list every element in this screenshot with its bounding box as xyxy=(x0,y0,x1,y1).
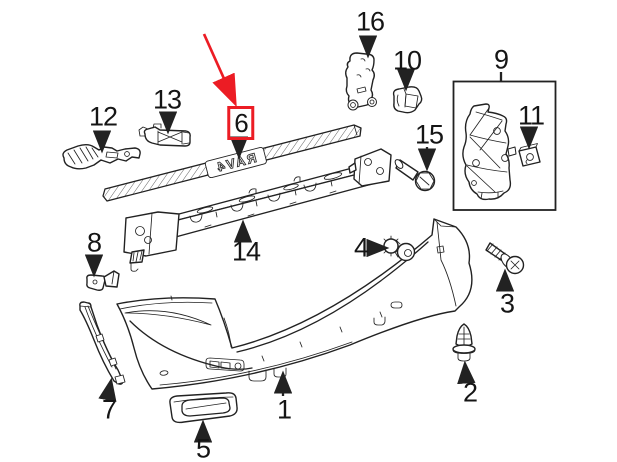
part-8-clip xyxy=(86,270,120,291)
callout-5[interactable]: 5 xyxy=(195,433,211,462)
part-12-side-retainer xyxy=(62,144,141,170)
callout-8[interactable]: 8 xyxy=(86,227,102,258)
part-4-grommet xyxy=(380,235,416,262)
callout-15[interactable]: 15 xyxy=(414,119,444,150)
callout-13[interactable]: 13 xyxy=(152,84,182,115)
part-9-box xyxy=(452,80,557,211)
callout-12[interactable]: 12 xyxy=(88,101,118,132)
callout-7[interactable]: 7 xyxy=(101,394,117,425)
part-5-finish-pad xyxy=(169,392,238,424)
callout-11[interactable]: 11 xyxy=(517,100,545,131)
callout-14[interactable]: 14 xyxy=(231,236,261,267)
highlight-arrow xyxy=(202,33,237,108)
callout-6-highlighted[interactable]: 6 xyxy=(227,106,255,140)
part-3-screw xyxy=(485,242,525,275)
part-14-reinforcement-bar xyxy=(123,148,392,272)
part-10-sensor xyxy=(392,86,423,114)
part-13-side-bracket xyxy=(138,123,191,147)
part-9-side-bracket xyxy=(462,103,517,201)
callout-1[interactable]: 1 xyxy=(276,394,292,425)
callout-2[interactable]: 2 xyxy=(462,377,478,408)
callout-3[interactable]: 3 xyxy=(499,288,515,319)
part-1-bumper-cover xyxy=(116,218,473,390)
callout-4[interactable]: 4 xyxy=(353,232,369,263)
callout-arrows xyxy=(84,35,539,443)
callout-16[interactable]: 16 xyxy=(355,6,385,37)
part-16-bracket xyxy=(345,52,377,111)
part-11-clip xyxy=(518,143,541,167)
part-2-push-clip xyxy=(452,323,476,362)
callout-9[interactable]: 9 xyxy=(493,44,509,75)
part-7-side-trim xyxy=(79,301,126,385)
callout-10[interactable]: 10 xyxy=(392,45,422,76)
part-15-bolt xyxy=(394,159,436,192)
